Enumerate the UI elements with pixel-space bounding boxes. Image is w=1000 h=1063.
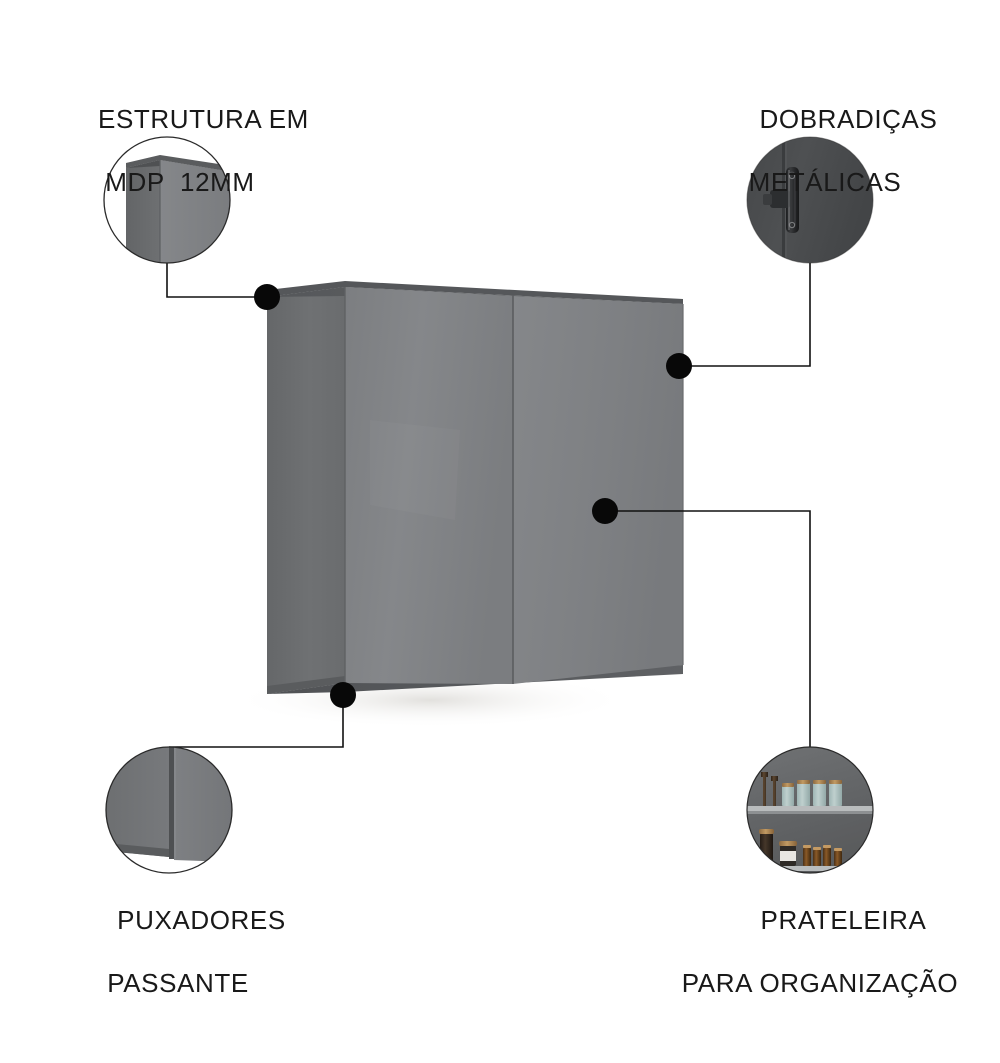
callout-handles-line1: PUXADORES xyxy=(117,904,286,935)
callout-shelf-line1: PRATELEIRA xyxy=(760,904,927,935)
callout-label-hinges: DOBRADIÇAS METÁLICAS xyxy=(675,72,975,262)
detail-hinges xyxy=(746,136,874,264)
product-illustration-layer xyxy=(103,136,874,874)
connector-dots xyxy=(254,284,692,708)
callout-labels-layer: ESTRUTURA EM MDP 12MM DOBRADIÇAS METÁLIC… xyxy=(30,72,975,998)
canister-group xyxy=(782,780,842,806)
cabinet-top-edge xyxy=(267,281,683,304)
detail-hinges-ring xyxy=(746,136,874,264)
detail-structure-ring xyxy=(103,136,231,264)
dot-shelf[interactable] xyxy=(592,498,618,524)
callout-hinges-line1: DOBRADIÇAS xyxy=(759,103,938,134)
dot-structure[interactable] xyxy=(254,284,280,310)
detail-handle-bottom-edge xyxy=(106,843,169,857)
connector-lines xyxy=(166,263,811,748)
hinge-arm-tip xyxy=(763,194,772,205)
dot-hinges[interactable] xyxy=(666,353,692,379)
cabinet-door-left xyxy=(345,287,513,684)
callout-structure-line2: MDP 12MM xyxy=(105,167,255,198)
detail-structure-top xyxy=(126,155,230,172)
dot-handles[interactable] xyxy=(330,682,356,708)
callout-shelf-line2: PARA ORGANIZAÇÃO xyxy=(681,968,959,999)
detail-handles-ring xyxy=(105,746,233,874)
detail-handles xyxy=(105,746,233,874)
hinge-screw-bottom xyxy=(788,221,796,229)
pepper-grinder-1 xyxy=(761,772,768,806)
callout-hinges-line2: METÁLICAS xyxy=(748,167,902,198)
hinge-arm xyxy=(770,190,790,208)
connector-structure xyxy=(166,263,267,298)
detail-handle-gap xyxy=(169,747,174,859)
shelf-board-bottom xyxy=(747,866,873,871)
detail-shelf xyxy=(746,746,874,874)
callout-structure-line1: ESTRUTURA EM xyxy=(98,103,309,134)
connector-hinges xyxy=(679,263,811,367)
spice-bottle-group xyxy=(803,845,842,866)
hinge-screw-top xyxy=(788,172,796,180)
cabinet-side-panel xyxy=(267,287,345,694)
detail-handle-right-door xyxy=(174,747,232,862)
cabinet-door-right xyxy=(513,296,683,684)
callout-label-shelf: PRATELEIRA PARA ORGANIZAÇÃO xyxy=(650,873,990,1063)
callout-label-handles: PUXADORES PASSANTE xyxy=(28,873,328,1063)
shelf-board-top xyxy=(747,806,873,811)
detail-shelf-ring xyxy=(746,746,874,874)
callout-handles-line2: PASSANTE xyxy=(107,968,249,999)
infographic-canvas: ESTRUTURA EM MDP 12MM DOBRADIÇAS METÁLIC… xyxy=(30,72,975,998)
connector-handles xyxy=(169,695,344,748)
pepper-grinder-2 xyxy=(771,776,778,806)
callout-label-structure: ESTRUTURA EM MDP 12MM xyxy=(30,72,330,262)
connector-shelf xyxy=(605,510,811,747)
detail-handle-left-door xyxy=(106,747,169,857)
